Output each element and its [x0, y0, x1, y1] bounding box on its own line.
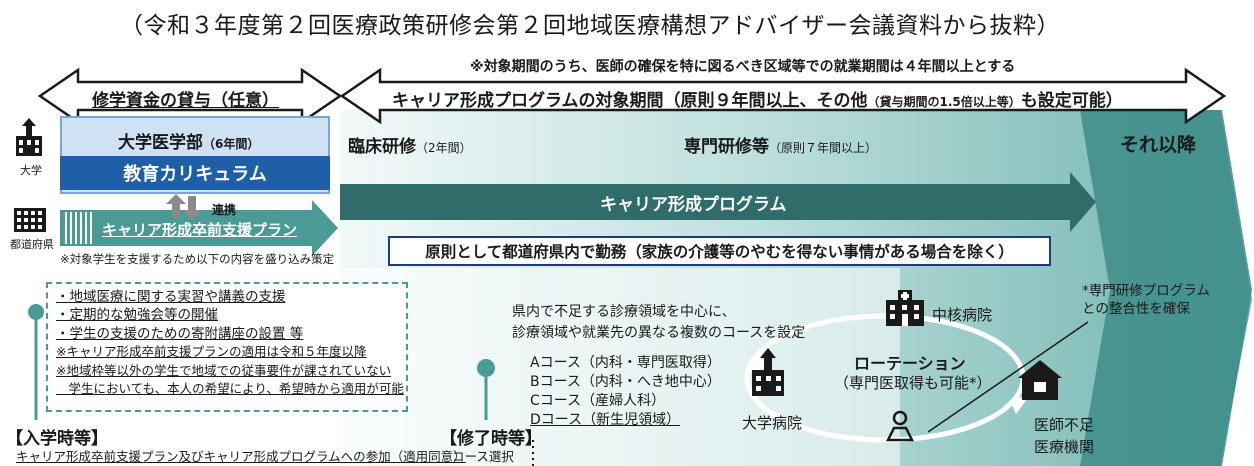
plan-note: 学生においても、本人の希望により、希望時から適用が可能	[56, 381, 404, 397]
top-note: ※対象期間のうち、医師の確保を特に図るべき区域等での就業期間は４年間以上とする	[470, 59, 1016, 75]
courses-intro-line: 診療領域や就業先の異なる複数のコースを設定	[512, 325, 806, 341]
clinical-stage-title: 臨床研修（2年間）	[348, 132, 472, 157]
course-item: Bコース（内科・へき地中心）	[530, 374, 721, 390]
career-period-main-text: キャリア形成プログラムの対象期間（原則９年間以上、その他	[392, 91, 868, 111]
slide-caption: （令和３年度第２回医療政策研修会第２回地域医療構想アドバイザー会議資料から抜粋）	[120, 13, 1060, 39]
career-program-label: キャリア形成プログラム	[600, 195, 787, 215]
university-hospital-icon	[752, 348, 784, 396]
completion-title: 【修了時等】	[440, 429, 542, 449]
clinic-house-icon	[1018, 360, 1062, 400]
core-hospital-label: 中核病院	[932, 306, 993, 324]
curriculum-bar: 教育カリキュラム	[60, 156, 330, 190]
pre-grad-plan-label: キャリア形成卒前支援プラン	[102, 221, 298, 239]
core-hospital-icon	[886, 290, 924, 326]
specialist-program-note-line: との整合性を確保	[1082, 301, 1190, 317]
completion-text: コース選択	[452, 449, 514, 464]
specialist-stage-name: 専門研修等	[684, 137, 769, 157]
university-stage-years: （6年間）	[203, 137, 260, 151]
after-stage-title: それ以降	[1120, 134, 1197, 156]
completion-pin-icon	[477, 359, 534, 466]
specialist-stage-years: （原則７年間以上）	[769, 141, 878, 155]
plan-item: ・学生の支援のための寄附講座の設置 等	[56, 325, 304, 342]
course-item: Dコース（新生児領域）	[530, 412, 681, 428]
course-item: Aコース（内科・専門医取得）	[530, 355, 721, 371]
entry-pin-icon	[28, 304, 44, 420]
entry-text: キャリア形成卒前支援プラン及びキャリア形成プログラムへの参加（適用同意）	[16, 449, 466, 464]
shortage-facility-line: 医師不足	[1034, 416, 1095, 434]
courses-intro: 県内で不足する診療領域を中心に、 診療領域や就業先の異なる複数のコースを設定	[512, 302, 805, 344]
career-period-small-text: （貸与期間の1.5倍以上等）	[867, 95, 1021, 109]
work-in-prefecture-box: 原則として都道府県内で勤務（家族の介護等のやむを得ない事情がある場合を除く）	[388, 236, 1051, 266]
entry-title: 【入学時等】	[6, 429, 108, 449]
loan-arrow-label: 修学資金の貸与（任意）	[92, 86, 279, 111]
course-item: Cコース（産婦人科）	[530, 393, 666, 409]
shortage-facility-line: 医療機関	[1034, 438, 1095, 456]
courses-intro-line: 県内で不足する診療領域を中心に、	[512, 304, 736, 320]
course-list: Aコース（内科・専門医取得） Bコース（内科・へき地中心） Cコース（産婦人科）…	[530, 354, 721, 430]
doctor-icon	[885, 410, 915, 442]
clinical-stage-years: （2年間）	[416, 141, 472, 155]
shortage-facility-label: 医師不足 医療機関	[1034, 414, 1094, 458]
career-period-end-text: も設定可能）	[1020, 91, 1123, 111]
university-stage-title: 大学医学部（6年間）	[118, 128, 259, 153]
plan-item: ・定期的な勉強会等の開催	[56, 307, 218, 324]
specialist-program-note-line: *専門研修プログラム	[1082, 283, 1210, 299]
prefecture-icon-label: 都道府県	[10, 238, 54, 251]
plan-details-box: ・地域医療に関する実習や講義の支援 ・定期的な勉強会等の開催 ・学生の支援のため…	[46, 282, 408, 412]
university-hospital-label: 大学病院	[742, 414, 803, 432]
after-stage-chevron	[1080, 110, 1252, 466]
pre-grad-plan-note: ※対象学生を支援するため以下の内容を盛り込み策定	[60, 252, 335, 266]
plan-note: ※キャリア形成卒前支援プランの適用は令和５年度以降	[56, 344, 367, 360]
career-program-arrow	[340, 172, 1096, 232]
cooperation-label: 連携	[212, 203, 237, 217]
cooperation-arrows-icon	[166, 194, 202, 220]
prefecture-building-icon	[14, 208, 46, 232]
loan-label-text: 修学資金の貸与（任意）	[92, 91, 279, 111]
specialist-stage-title: 専門研修等（原則７年間以上）	[684, 132, 877, 157]
career-period-label: キャリア形成プログラムの対象期間（原則９年間以上、その他（貸与期間の1.5倍以上…	[392, 86, 1123, 111]
university-icon-label: 大学	[20, 164, 42, 177]
specialist-program-note: *専門研修プログラム との整合性を確保	[1082, 282, 1210, 318]
clinical-stage-name: 臨床研修	[348, 137, 416, 157]
plan-note: ※地域枠等以外の学生で地域での従事要件が課されていない	[56, 362, 392, 378]
university-stage-name: 大学医学部	[118, 133, 203, 153]
university-building-icon	[16, 118, 42, 156]
rotation-title: ローテーション	[854, 354, 966, 373]
plan-item: ・地域医療に関する実習や講義の支援	[56, 289, 286, 305]
rotation-subtitle: （専門医取得も可能*）	[834, 374, 992, 392]
career-period-double-arrow	[339, 67, 1227, 125]
pre-grad-plan-arrow	[60, 200, 338, 256]
